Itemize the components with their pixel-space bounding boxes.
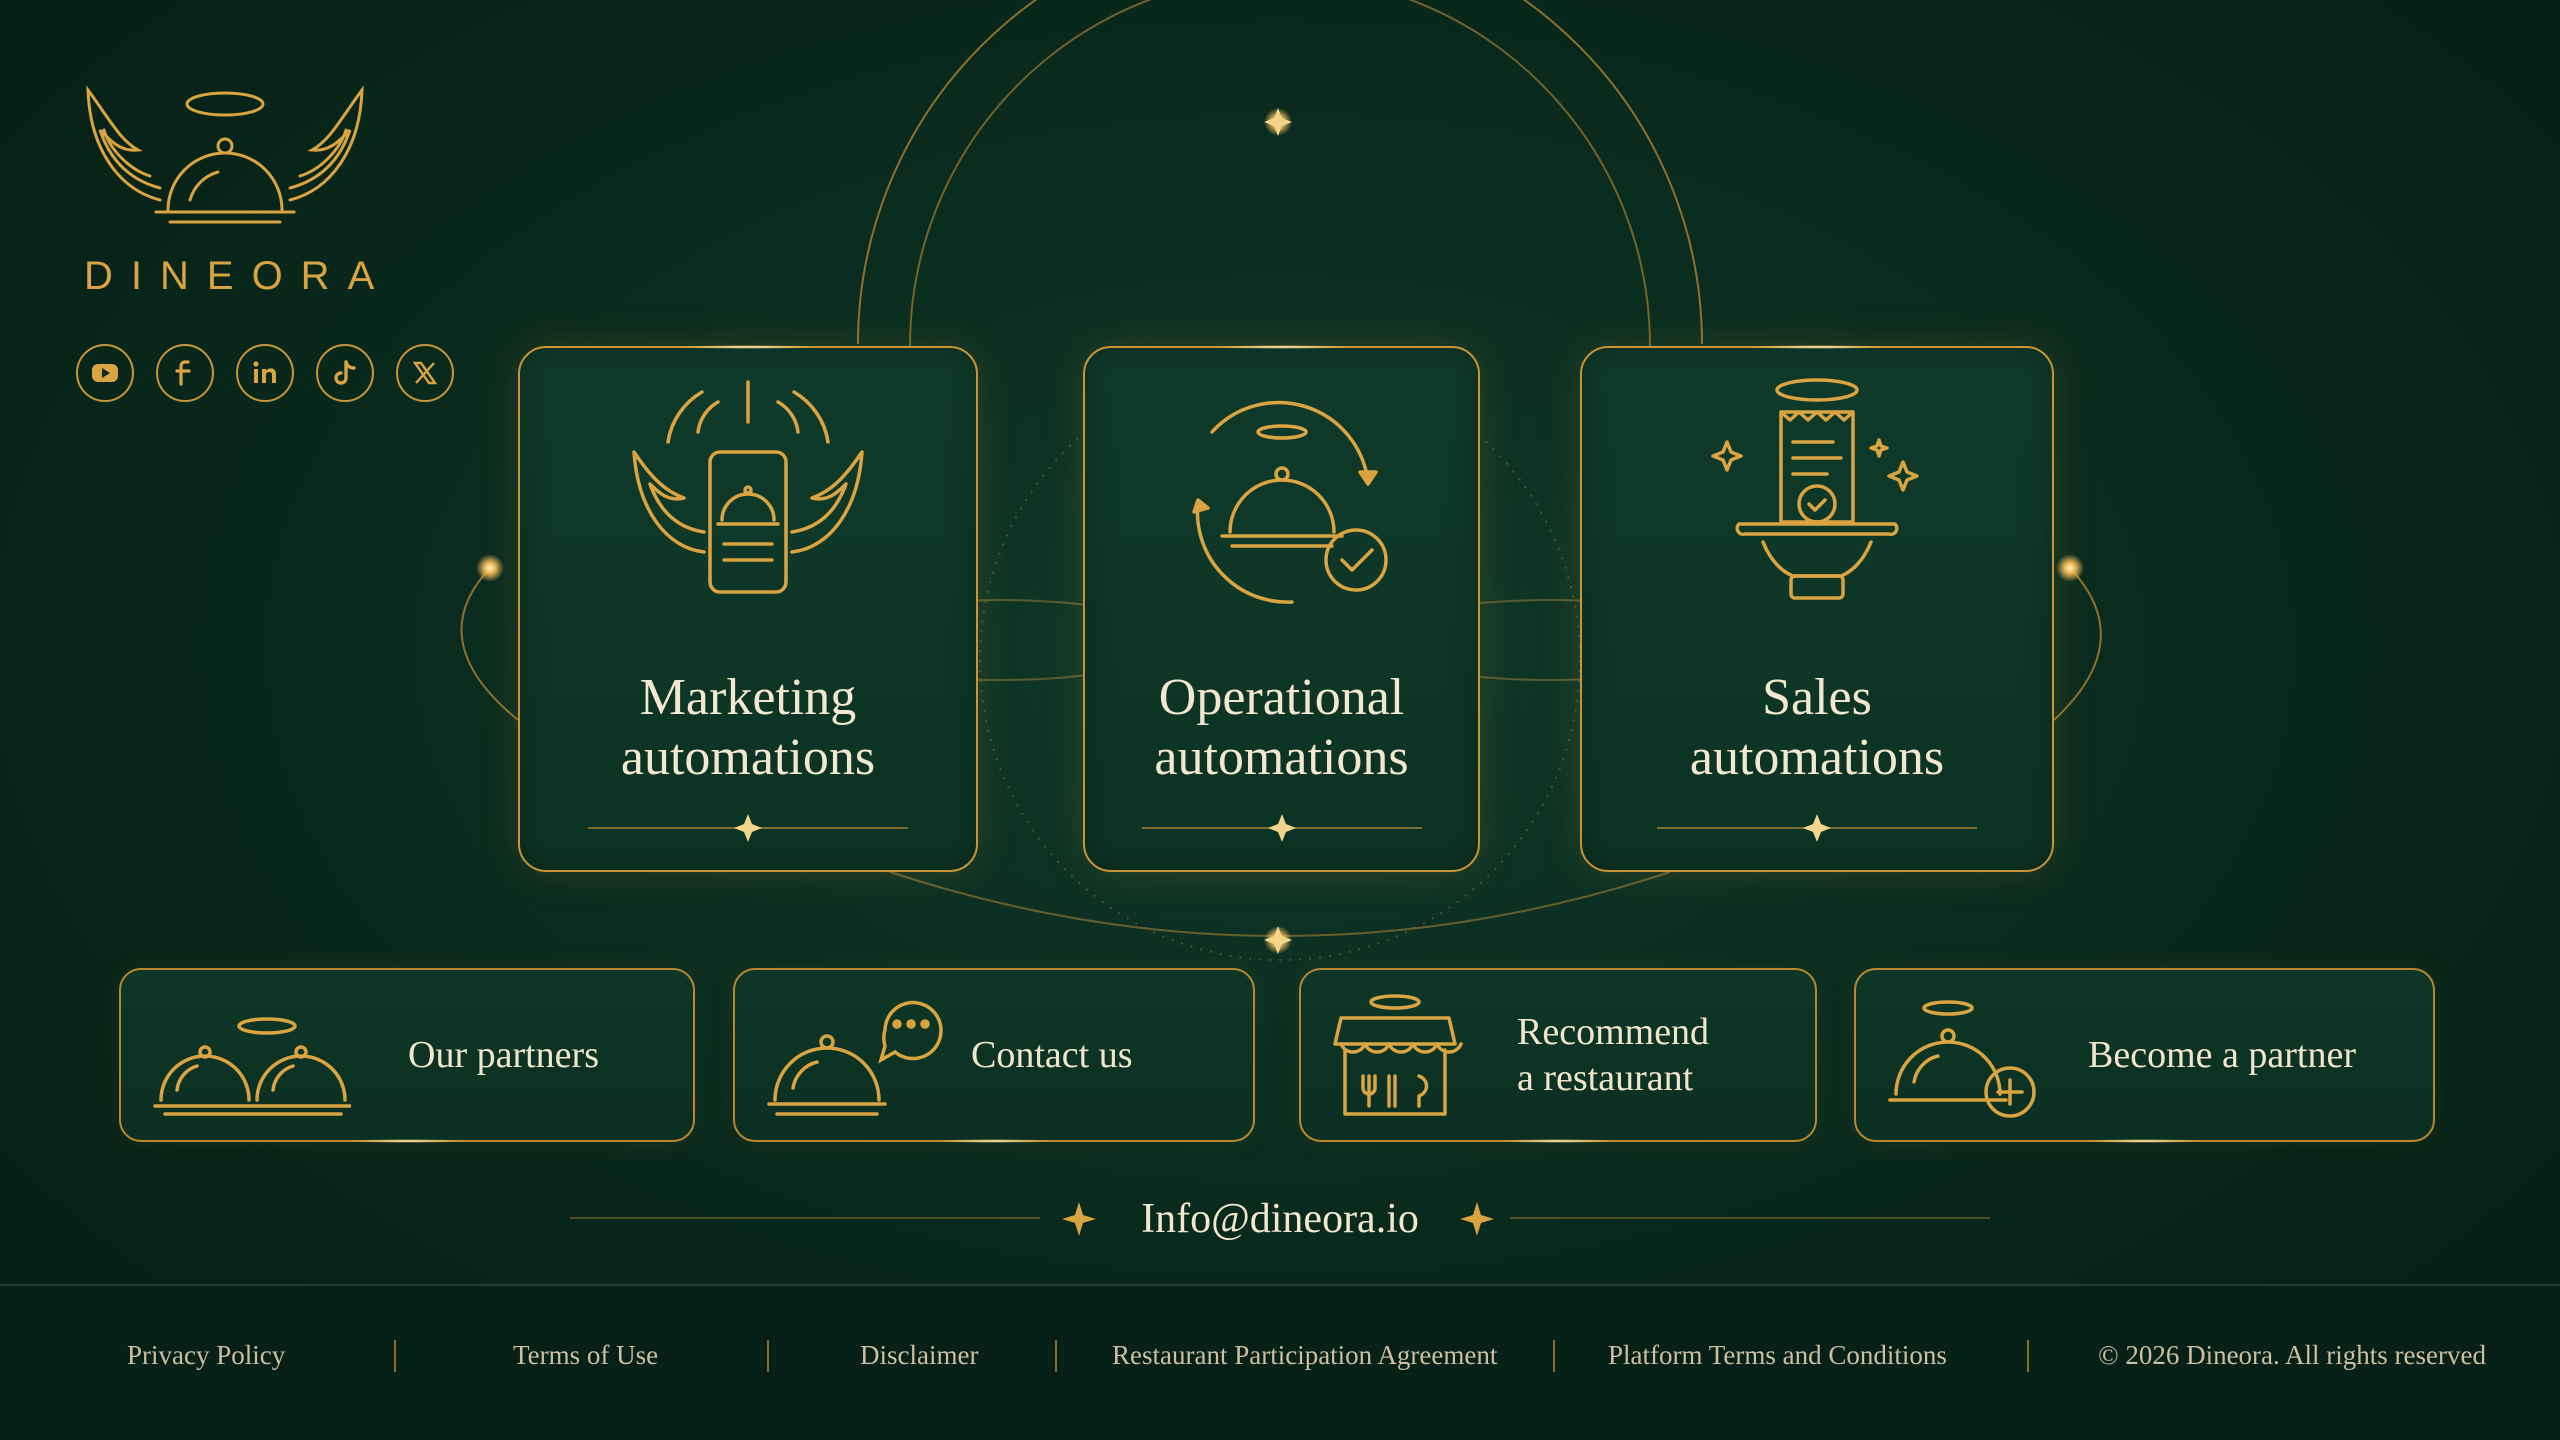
two-cloches-icon <box>153 1017 351 1116</box>
contact-us-button[interactable]: Contact us <box>733 968 1255 1143</box>
sparkle-left-icon <box>1062 1202 1096 1236</box>
card-title: Marketing automations <box>620 669 876 786</box>
footer-link-privacy-policy[interactable]: Privacy Policy <box>127 1340 286 1370</box>
become-partner-button[interactable]: Become a partner <box>1854 968 2435 1143</box>
youtube-link[interactable] <box>76 344 134 402</box>
link-glow <box>934 1139 1054 1143</box>
copyright: © 2026 Dineora. All rights reserved <box>2098 1340 2486 1370</box>
footer-separator <box>1055 1340 1057 1372</box>
hand-tray-receipt-icon <box>1711 378 1919 600</box>
social-links <box>76 344 454 402</box>
operational-automations-card[interactable]: Operational automations <box>1083 345 1480 872</box>
marketing-automations-card[interactable]: Marketing automations <box>518 345 978 872</box>
cycle-cloche-check-icon <box>1191 400 1388 604</box>
sales-automations-card[interactable]: Sales automations <box>1580 345 2054 872</box>
cloche-plus-icon <box>1888 1000 2036 1118</box>
link-glow <box>347 1139 467 1143</box>
link-label: Recommend a restaurant <box>1517 1011 1710 1099</box>
footer-link-restaurant-participation-agreement[interactable]: Restaurant Participation Agreement <box>1112 1340 1498 1370</box>
footer-separator <box>394 1340 396 1372</box>
our-partners-button[interactable]: Our partners <box>119 968 695 1143</box>
sparkle-right-icon <box>1460 1202 1494 1236</box>
x-icon <box>412 361 438 385</box>
link-label: Our partners <box>408 1034 599 1076</box>
storefront-icon <box>1333 994 1463 1116</box>
footer-separator <box>767 1340 769 1372</box>
link-label: Become a partner <box>2088 1034 2356 1076</box>
youtube-icon <box>92 364 118 382</box>
recommend-restaurant-button[interactable]: Recommend a restaurant <box>1299 968 1817 1143</box>
link-label: Contact us <box>971 1034 1133 1076</box>
footer-link-terms-of-use[interactable]: Terms of Use <box>513 1340 659 1370</box>
footer-separator <box>2027 1340 2029 1372</box>
cloche-chat-icon <box>767 1000 943 1116</box>
sparkle-divider <box>1657 814 1977 842</box>
brand-logo[interactable]: DINEORA <box>80 80 380 299</box>
footer-link-platform-terms[interactable]: Platform Terms and Conditions <box>1608 1340 1947 1370</box>
card-glow <box>1747 345 1887 349</box>
winged-phone-cloche-icon <box>632 380 864 594</box>
x-link[interactable] <box>396 344 454 402</box>
sparkle-divider <box>1141 814 1422 842</box>
tiktok-icon <box>334 360 356 385</box>
brand-name: DINEORA <box>84 254 393 298</box>
linkedin-link[interactable] <box>236 344 294 402</box>
link-glow <box>1498 1139 1618 1143</box>
winged-cloche-halo-icon <box>86 85 364 224</box>
footer-separator <box>1553 1340 1555 1372</box>
card-glow <box>1211 345 1352 349</box>
card-glow <box>678 345 818 349</box>
email-link[interactable]: Info@dineora.io <box>1141 1196 1419 1242</box>
footer-link-disclaimer[interactable]: Disclaimer <box>860 1340 979 1370</box>
card-title: Sales automations <box>1689 669 1945 786</box>
facebook-icon <box>175 360 191 386</box>
sparkle-divider <box>588 814 908 842</box>
link-glow <box>2084 1139 2205 1143</box>
email-row: Info@dineora.io <box>0 1186 2560 1252</box>
footer: Privacy Policy Terms of Use Disclaimer R… <box>0 1284 2560 1440</box>
card-title: Operational automations <box>1154 669 1409 786</box>
tiktok-link[interactable] <box>316 344 374 402</box>
facebook-link[interactable] <box>156 344 214 402</box>
linkedin-icon <box>253 361 276 383</box>
